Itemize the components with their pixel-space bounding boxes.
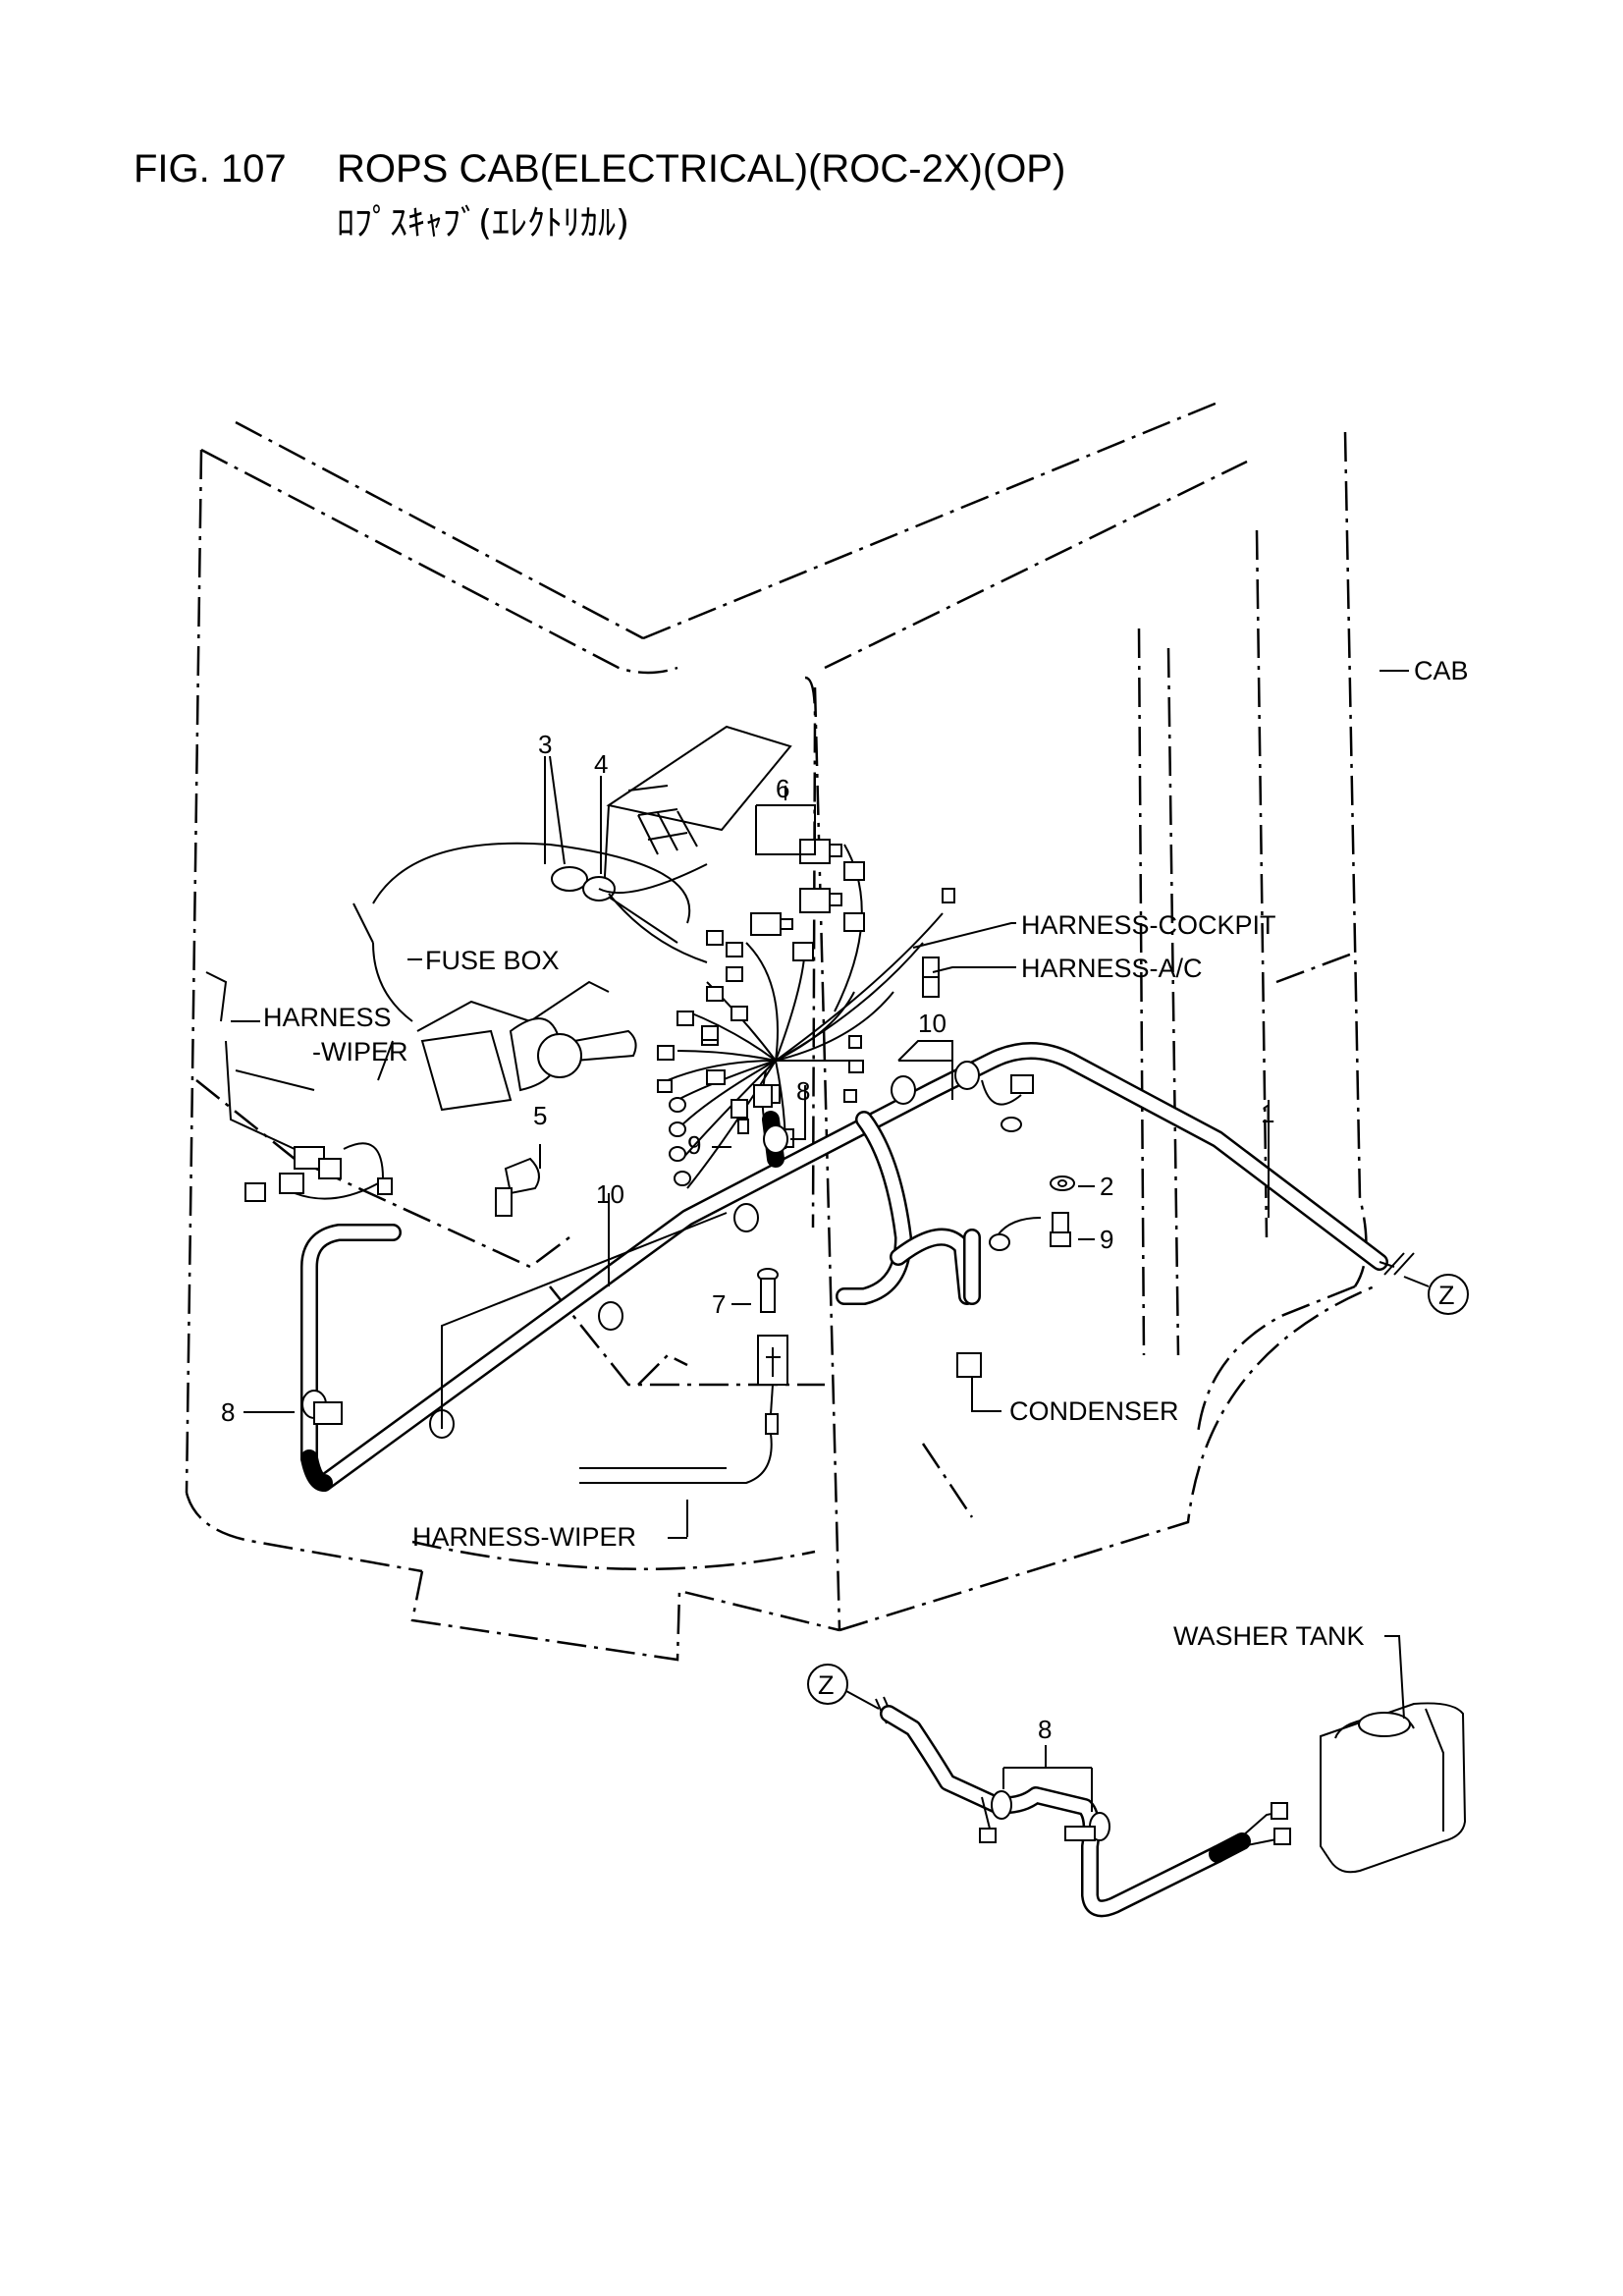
- callout-9-right: 9: [1100, 1225, 1113, 1254]
- fuse-box-assembly: [352, 725, 792, 1112]
- callout-4: 4: [594, 749, 608, 779]
- callout-8-bottom: 8: [1038, 1715, 1052, 1744]
- figure-subtitle: ﾛﾌﾟｽｷｬﾌﾞ(ｴﾚｸﾄﾘｶﾙ): [337, 203, 630, 244]
- switch-5: [495, 1157, 540, 1217]
- cab-label: CAB: [1414, 656, 1469, 685]
- callout-10-right: 10: [918, 1009, 947, 1038]
- callout-8-left: 8: [221, 1397, 235, 1427]
- leader-lines: [231, 756, 1270, 1539]
- callout-9-upper: 9: [687, 1130, 701, 1160]
- figure-title: ROPS CAB(ELECTRICAL)(ROC-2X)(OP): [337, 147, 1066, 191]
- condenser-label: CONDENSER: [1009, 1396, 1179, 1426]
- z-marker-top: Z: [1403, 1274, 1469, 1315]
- harness-cockpit-label: HARNESS-COCKPIT: [1021, 910, 1276, 940]
- harness-wiper-label-line1: HARNESS: [263, 1003, 392, 1032]
- washer-bolt-2-9: [989, 1175, 1075, 1251]
- detail-z-washer-harness: [807, 1664, 1291, 1918]
- callout-2: 2: [1100, 1172, 1113, 1201]
- callout-7: 7: [712, 1289, 726, 1319]
- z-label-bottom: Z: [818, 1670, 835, 1700]
- callout-6: 6: [776, 774, 789, 803]
- callout-10-left: 10: [596, 1179, 624, 1209]
- clamps: [301, 1061, 1034, 1439]
- main-harness-pipe: [300, 1042, 1415, 1492]
- z-label-top: Z: [1438, 1281, 1455, 1310]
- washer-tank-leader: [1384, 1635, 1405, 1720]
- callout-8-upper: 8: [796, 1076, 810, 1106]
- washer-tank: [1320, 1702, 1467, 1874]
- figure-number: FIG. 107: [134, 147, 287, 191]
- harness-ac-label: HARNESS-A/C: [1021, 954, 1203, 983]
- part-7: [579, 1268, 788, 1484]
- harness-wiper-bottom-label: HARNESS-WIPER: [412, 1522, 636, 1552]
- bolt-9-upper: [730, 1084, 773, 1134]
- fuse-box-label: FUSE BOX: [425, 946, 560, 975]
- callout-5: 5: [533, 1101, 547, 1130]
- harness-wiper-label-line2: -WIPER: [312, 1037, 408, 1066]
- washer-tank-label: WASHER TANK: [1173, 1621, 1365, 1651]
- condenser-connector: [956, 1352, 982, 1378]
- callout-3: 3: [538, 730, 552, 759]
- callout-1: 1: [1261, 1099, 1274, 1128]
- callout-8-bottom-leader: [1002, 1745, 1093, 1812]
- relays-and-connectors: [657, 839, 955, 1186]
- wiper-harness-left: [205, 971, 393, 1202]
